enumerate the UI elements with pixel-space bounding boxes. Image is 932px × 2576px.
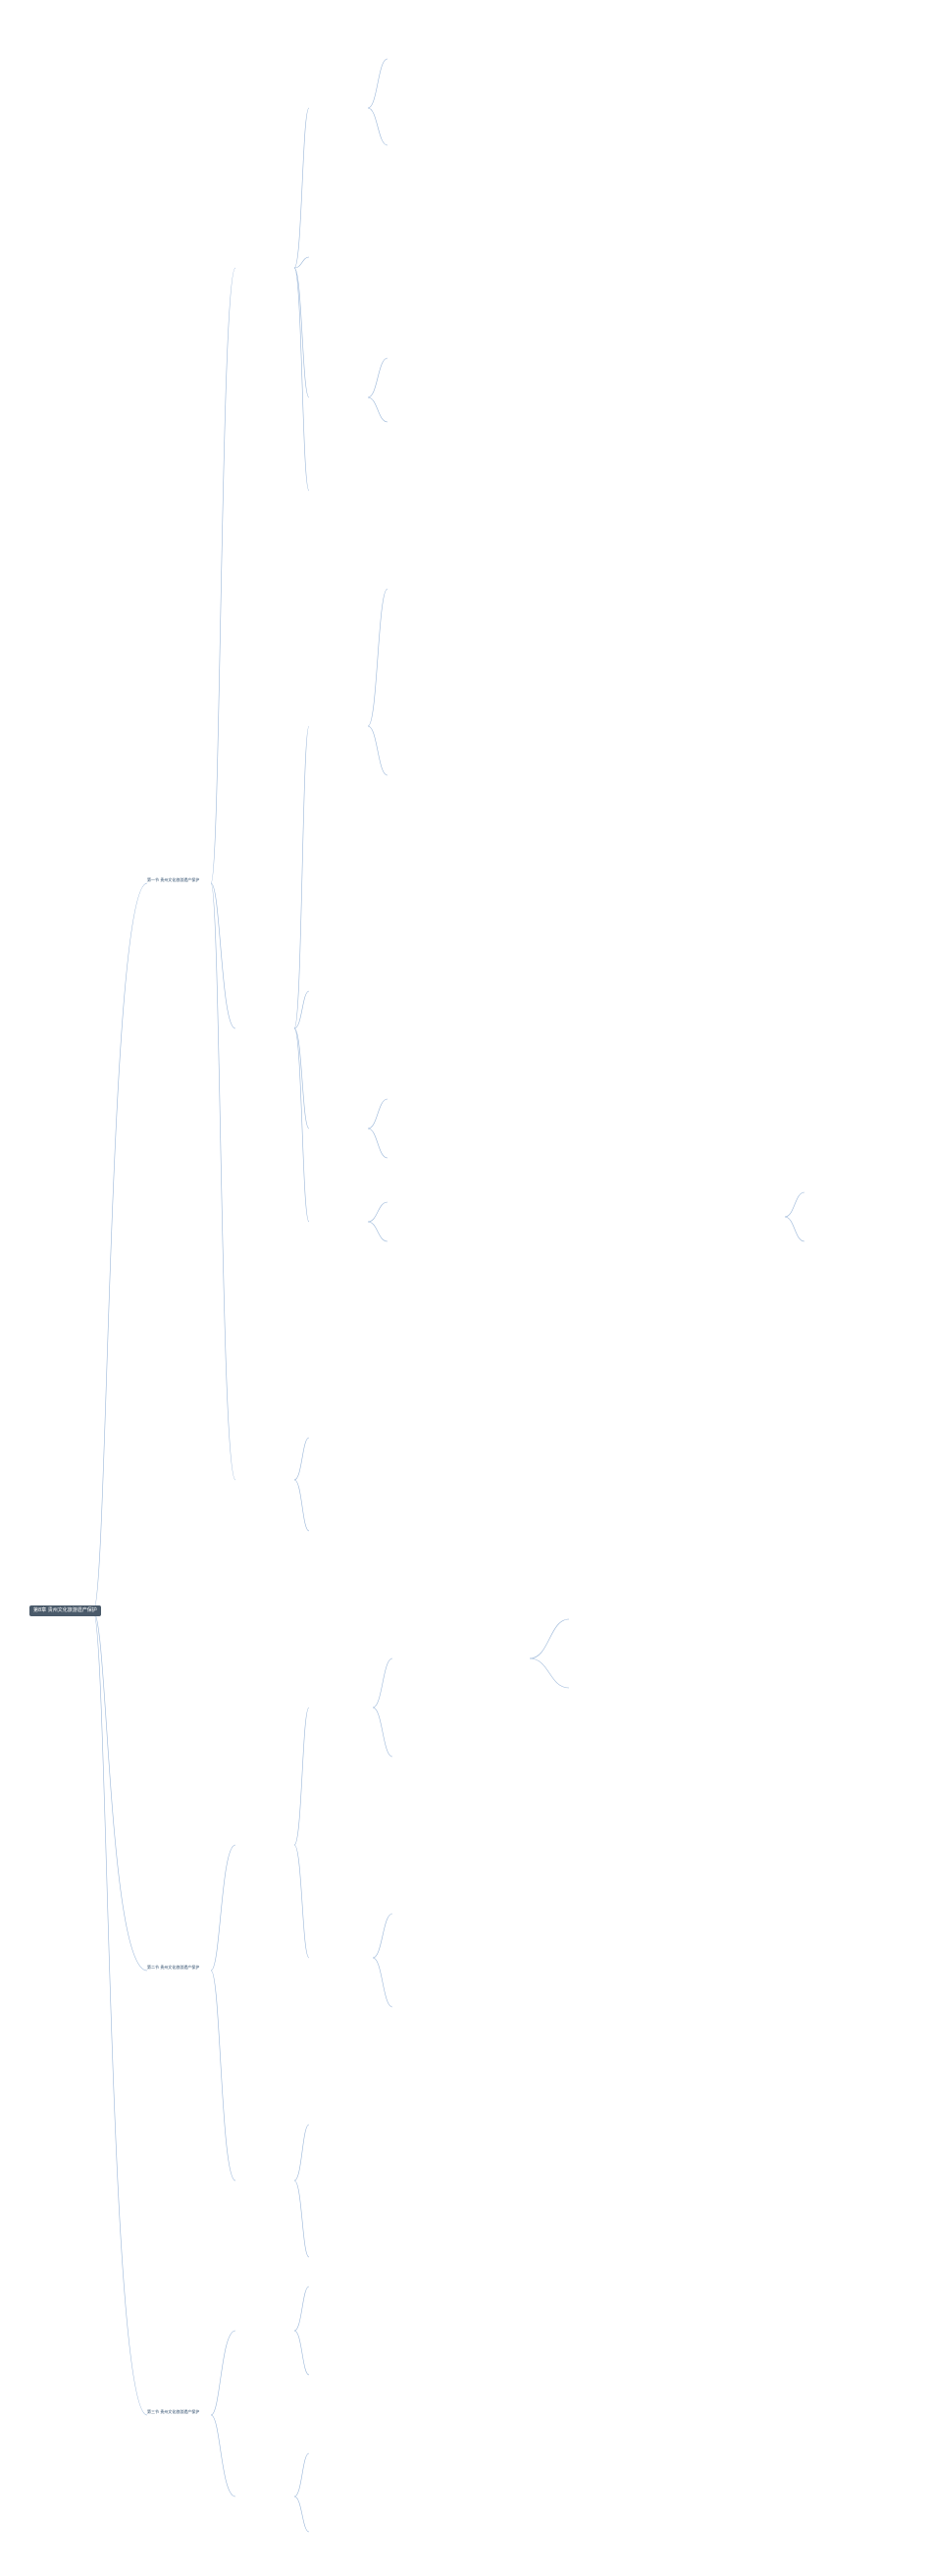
branch-node-1[interactable]: 第一节 贵州文化旅游遗产保护 (147, 877, 200, 883)
branch-title: 第一节 贵州文化旅游遗产保护 (147, 877, 200, 882)
branch-node-2[interactable]: 第二节 贵州文化旅游遗产保护 (147, 1965, 200, 1971)
branch-node-3[interactable]: 第三节 贵州文化旅游遗产保护 (147, 2409, 200, 2415)
branch-title: 第二节 贵州文化旅游遗产保护 (147, 1965, 200, 1970)
root-title: 第8章 贵州文化旅游遗产保护 (33, 1607, 97, 1613)
branch-title: 第三节 贵州文化旅游遗产保护 (147, 2409, 200, 2414)
root-node[interactable]: 第8章 贵州文化旅游遗产保护 (29, 1605, 101, 1616)
